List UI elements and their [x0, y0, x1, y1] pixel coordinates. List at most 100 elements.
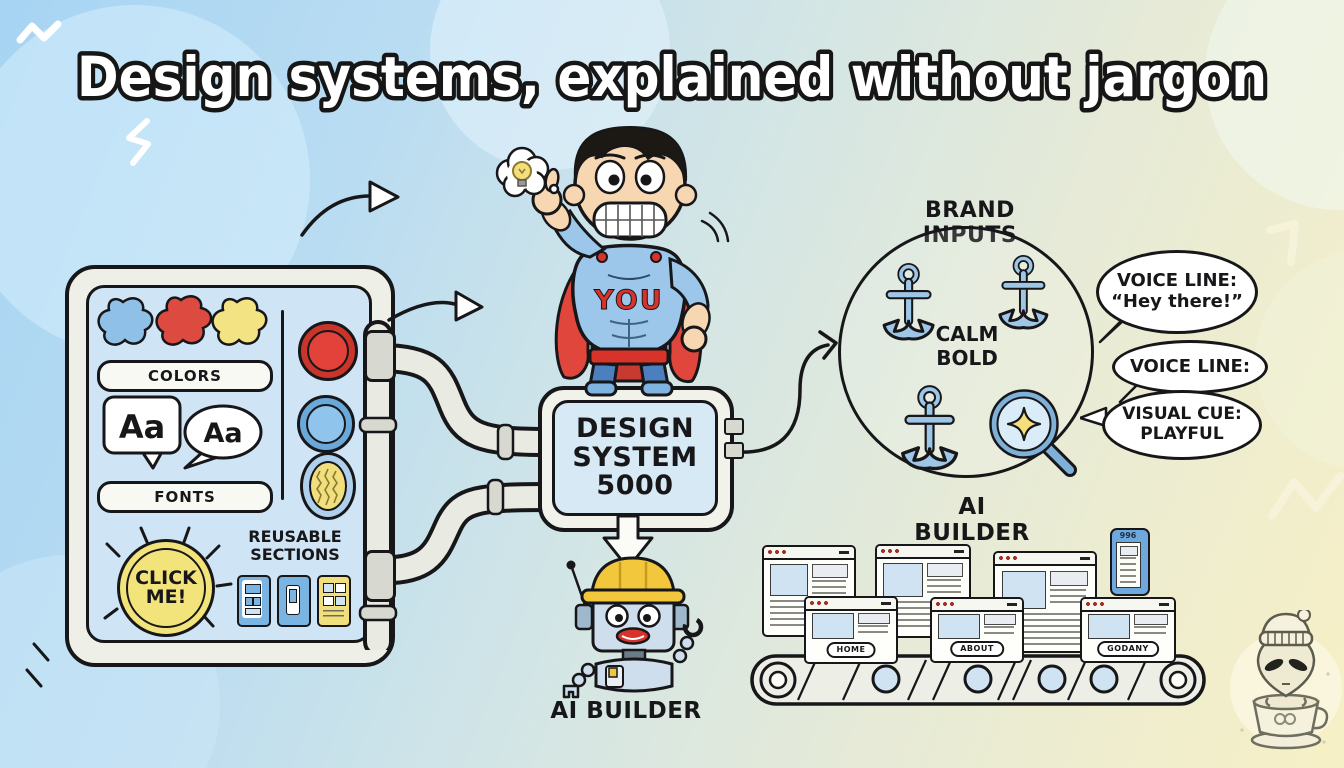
yellow-blob-icon — [211, 297, 268, 346]
pipe-collars — [358, 416, 515, 622]
browser-window: GODANY — [1080, 597, 1176, 663]
phone-screen — [1116, 542, 1141, 588]
pipe-stub — [724, 442, 744, 459]
zigzag-decoration — [1268, 472, 1344, 520]
poster-title-svg: Design systems, explained without jargon — [73, 41, 1272, 114]
browser-window: ABOUT — [930, 597, 1024, 663]
blue-button[interactable] — [297, 395, 355, 453]
window-titlebar — [932, 599, 1022, 612]
yellow-texture-button[interactable] — [300, 452, 356, 520]
card-block — [245, 597, 253, 606]
design-system-line2: SYSTEM — [572, 441, 698, 473]
font-sample-bubble-large: Aa — [102, 395, 182, 470]
robot-caption: AI BUILDER — [550, 698, 702, 724]
motion-dashes — [25, 642, 50, 688]
window-text-lines — [812, 580, 846, 596]
window-text-lines — [927, 579, 961, 595]
window-nav-pill: HOME — [826, 642, 876, 658]
sparkle-icon — [1006, 406, 1042, 442]
card-lines — [323, 610, 344, 620]
zigzag-decoration — [16, 20, 62, 44]
window-side-card — [858, 613, 890, 624]
voice1-title: VOICE LINE: — [1116, 270, 1238, 292]
click-me-line2: ME! — [145, 586, 187, 608]
window-side-card — [927, 563, 963, 577]
design-system-line3: 5000 — [596, 470, 674, 502]
browser-window: HOME — [804, 596, 898, 664]
voice2-title: VOICE LINE: — [1129, 355, 1251, 377]
click-me-line1: CLICK — [135, 567, 197, 589]
window-controls-dots — [936, 602, 954, 606]
card-block — [245, 584, 261, 594]
window-menu-dash — [1159, 603, 1169, 606]
alien-watermark — [1230, 610, 1342, 750]
window-hero-image — [938, 614, 980, 639]
design-system-line1: DESIGN — [575, 413, 695, 445]
reusable-line1: REUSABLE — [248, 527, 342, 546]
window-text-lines — [1134, 626, 1166, 637]
card-block — [323, 596, 334, 606]
click-me-button-inner: CLICK ME! — [126, 548, 206, 628]
window-controls-dots — [881, 549, 899, 553]
phone-top-text: 996 — [1112, 531, 1144, 540]
hero-illustration: YOU — [495, 125, 730, 397]
robot-illustration — [562, 556, 704, 699]
window-text-lines — [858, 625, 888, 637]
window-nav-label: GODANY — [1107, 644, 1149, 653]
voice1-text: “Hey there!” — [1111, 291, 1243, 312]
hero-chest-label: YOU — [593, 285, 663, 316]
visual-cue-text: PLAYFUL — [1140, 424, 1224, 444]
phone-card — [1120, 546, 1138, 556]
alien-head — [1256, 634, 1316, 698]
window-nav-label: ABOUT — [960, 644, 994, 653]
robot-ear — [574, 603, 594, 631]
blue-button-inner — [306, 404, 346, 444]
voice-line-bubble-2: VOICE LINE: — [1112, 340, 1268, 394]
reusable-sections-label: REUSABLE SECTIONS — [239, 527, 351, 565]
window-menu-dash — [881, 602, 891, 605]
zigzag-decoration — [1266, 220, 1299, 266]
anchor-icon — [903, 389, 957, 468]
card-block — [245, 608, 261, 615]
brand-word-bold: BOLD — [936, 346, 998, 370]
card-block — [323, 583, 334, 593]
hard-hat-icon — [580, 556, 686, 605]
page-title: Design systems, explained without jargon — [77, 45, 1267, 109]
design-system-screen: DESIGN SYSTEM 5000 — [552, 400, 718, 516]
window-menu-dash — [954, 550, 964, 553]
click-me-rays — [103, 526, 233, 628]
window-controls-dots — [1086, 602, 1104, 606]
window-side-card — [984, 614, 1016, 625]
yellow-button-inner — [309, 461, 347, 511]
zigzag-decoration — [126, 118, 151, 166]
red-button-inner — [307, 330, 349, 372]
brand-words: CALM BOLD — [922, 322, 1012, 370]
window-nav-pill: GODANY — [1097, 641, 1159, 657]
pipe-flange — [364, 550, 396, 602]
brand-word-calm: CALM — [935, 322, 999, 346]
squiggle-texture-icon — [316, 468, 338, 506]
window-hero-image — [770, 564, 808, 596]
window-side-card — [1050, 571, 1088, 586]
colors-label-pill: COLORS — [97, 360, 273, 392]
fonts-label: FONTS — [154, 488, 216, 506]
window-hero-image — [1088, 614, 1130, 639]
section-card-icon — [317, 575, 351, 627]
beanie-hat-icon — [1258, 610, 1314, 647]
window-controls-dots — [810, 601, 828, 605]
card-block — [335, 583, 346, 593]
browser-window — [762, 545, 856, 637]
section-card-icon — [277, 575, 311, 627]
red-button[interactable] — [298, 321, 358, 381]
control-panel-screen: COLORS Aa Aa FONTS — [86, 285, 372, 643]
window-menu-dash — [1080, 557, 1090, 560]
window-titlebar — [764, 547, 854, 560]
blue-blob-icon — [97, 297, 154, 346]
visual-cue-bubble: VISUAL CUE: PLAYFUL — [1102, 390, 1262, 460]
window-hero-image — [1002, 571, 1046, 609]
click-me-button[interactable]: CLICK ME! — [117, 539, 215, 637]
fonts-label-pill: FONTS — [97, 481, 273, 513]
down-arrow — [602, 514, 654, 570]
window-controls-dots — [768, 550, 786, 554]
